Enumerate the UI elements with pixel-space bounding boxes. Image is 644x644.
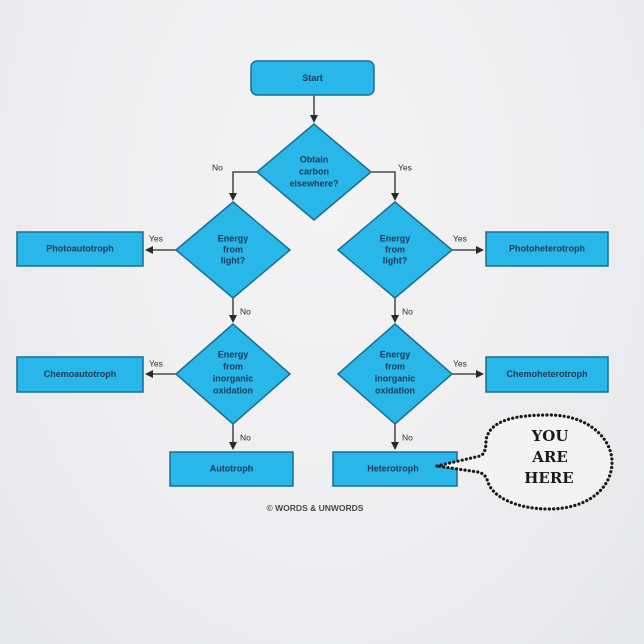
copyright-text: © WORDS & UNWORDS [267, 503, 364, 513]
edge-label-oxid-right-yes: Yes [453, 358, 467, 368]
callout-line-1: YOU [531, 427, 569, 445]
photoautotroph-label: Photoautotroph [46, 243, 113, 253]
photoheterotroph-label: Photoheterotroph [509, 243, 585, 253]
chemoheterotroph-label: Chemoheterotroph [507, 369, 588, 379]
callout-line-2: ARE [531, 448, 568, 466]
decision-oxid-right-line-3: inorganic [375, 373, 416, 383]
decision-light-right-line-1: Energy [380, 233, 411, 243]
callout-line-3: HERE [524, 469, 574, 487]
node-start-label: Start [302, 73, 323, 83]
edge-label-oxid-left-no: No [240, 432, 251, 442]
node-photoheterotroph: Photoheterotroph [485, 231, 609, 267]
node-chemoheterotroph: Chemoheterotroph [485, 356, 609, 393]
decision-oxid-right-line-4: oxidation [375, 385, 415, 395]
edges: No Yes Yes No Yes No Yes No Yes No [145, 95, 484, 450]
decision-carbon-line-1: Obtain [300, 154, 329, 164]
decision-oxid-left-line-2: from [223, 361, 243, 371]
node-decision-oxidation-left: Energy from inorganic oxidation [174, 323, 292, 425]
node-decision-light-right: Energy from light? [336, 201, 454, 299]
edge-label-oxid-left-yes: Yes [149, 358, 163, 368]
chemoautotroph-label: Chemoautotroph [44, 369, 117, 379]
edge-label-light-right-yes: Yes [453, 233, 467, 243]
decision-light-left-line-3: light? [221, 255, 246, 265]
edge-label-carbon-yes: Yes [398, 162, 412, 172]
decision-light-right-line-3: light? [383, 255, 408, 265]
node-decision-light-left: Energy from light? [174, 201, 292, 299]
autotroph-label: Autotroph [210, 463, 253, 473]
edge-label-carbon-no: No [212, 162, 223, 172]
edge-label-light-right-no: No [402, 306, 413, 316]
decision-carbon-line-2: carbon [299, 166, 329, 176]
node-heterotroph: Heterotroph [332, 451, 458, 487]
heterotroph-label: Heterotroph [367, 463, 419, 473]
edge-carbon-no [229, 171, 257, 201]
decision-light-left-line-2: from [223, 244, 243, 254]
decision-oxid-left-line-4: oxidation [213, 385, 253, 395]
decision-light-right-line-2: from [385, 244, 405, 254]
edge-label-oxid-right-no: No [402, 432, 413, 442]
decision-carbon-line-3: elsewhere? [289, 178, 338, 188]
edge-carbon-yes [371, 171, 399, 201]
decision-light-left-line-1: Energy [218, 233, 249, 243]
edge-label-light-left-no: No [240, 306, 251, 316]
decision-oxid-left-line-1: Energy [218, 349, 249, 359]
node-autotroph: Autotroph [169, 451, 294, 487]
callout-bubble-outline [436, 413, 614, 511]
node-chemoautotroph: Chemoautotroph [16, 356, 144, 393]
node-start: Start [250, 60, 375, 96]
edge-label-light-left-yes: Yes [149, 233, 163, 243]
node-decision-oxidation-right: Energy from inorganic oxidation [336, 323, 454, 425]
decision-oxid-right-line-2: from [385, 361, 405, 371]
node-photoautotroph: Photoautotroph [16, 231, 144, 267]
decision-oxid-right-line-1: Energy [380, 349, 411, 359]
decision-oxid-left-line-3: inorganic [213, 373, 254, 383]
node-decision-obtain-carbon: Obtain carbon elsewhere? [255, 123, 373, 221]
you-are-here-callout: YOU ARE HERE [436, 413, 614, 511]
